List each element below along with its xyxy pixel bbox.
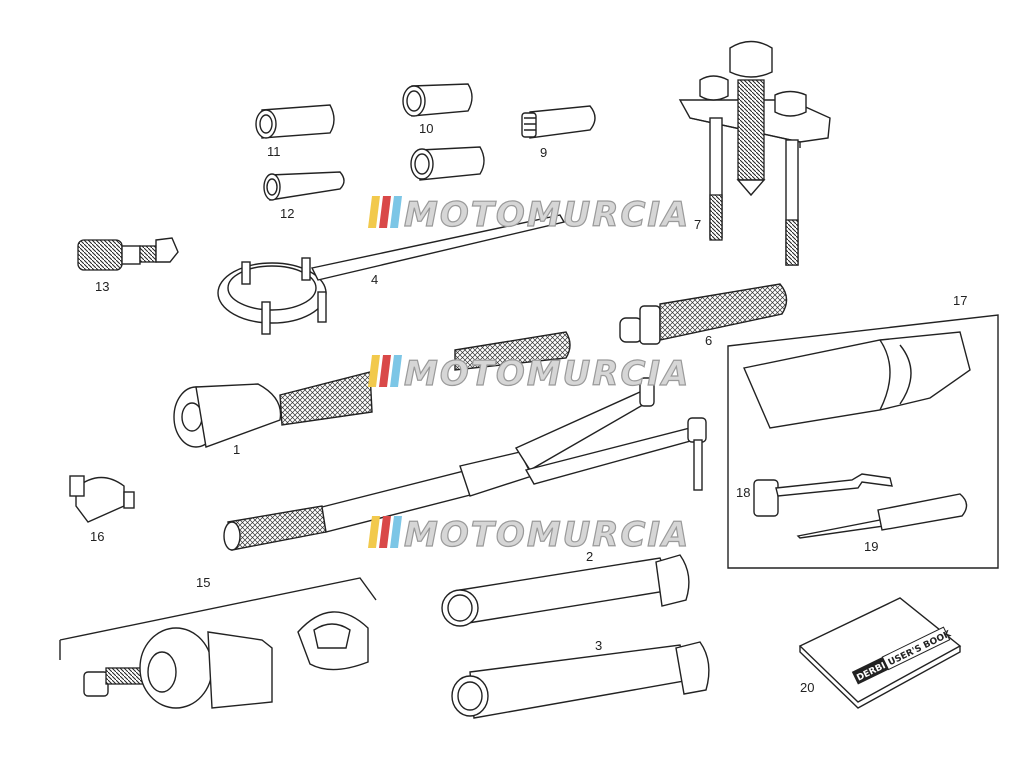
label-12: 12 [280, 206, 294, 221]
part-fork-holder [223, 377, 707, 551]
label-6: 6 [705, 333, 712, 348]
watermark-middle: MOTOMURCIA [368, 353, 690, 395]
label-3: 3 [595, 638, 602, 653]
label-7: 7 [694, 217, 701, 232]
label-2: 2 [586, 549, 593, 564]
part-1-handle [173, 331, 571, 448]
label-20: 20 [800, 680, 814, 695]
label-11: 11 [267, 144, 281, 159]
watermark-top: MOTOMURCIA [368, 194, 690, 236]
part-2-drift-tube [441, 554, 690, 627]
part-18-box-spanner [753, 473, 893, 517]
label-10: 10 [419, 121, 433, 136]
part-19-screwdriver [796, 493, 968, 539]
label-15: 15 [196, 575, 210, 590]
label-4: 4 [371, 272, 378, 287]
part-17-tool-kit [727, 314, 999, 569]
watermark-text: MOTOMURCIA [404, 195, 690, 235]
label-17: 17 [953, 293, 967, 308]
part-7-puller [678, 40, 831, 266]
part-6-drift [619, 283, 788, 345]
watermark-text: MOTOMURCIA [404, 354, 690, 394]
watermark-text: MOTOMURCIA [404, 515, 690, 555]
part-12-sleeve [263, 171, 345, 201]
part-15-extractor [59, 577, 377, 709]
part-8-sleeve [410, 146, 485, 181]
label-9: 9 [540, 145, 547, 160]
label-16: 16 [90, 529, 104, 544]
label-13: 13 [95, 279, 109, 294]
watermark-bottom: MOTOMURCIA [368, 514, 690, 556]
part-20-users-book: DERBI USER'S BOOK [798, 597, 962, 709]
part-16-clip [69, 475, 135, 523]
label-18: 18 [736, 485, 750, 500]
part-3-drift-tube [451, 641, 710, 719]
label-1: 1 [233, 442, 240, 457]
part-13-adapter [77, 237, 179, 271]
part-10-sleeve [402, 83, 473, 117]
part-4-pin-spanner [217, 214, 566, 335]
label-19: 19 [864, 539, 878, 554]
part-9-puller-tip [521, 105, 596, 139]
part-11-sleeve [255, 104, 335, 139]
